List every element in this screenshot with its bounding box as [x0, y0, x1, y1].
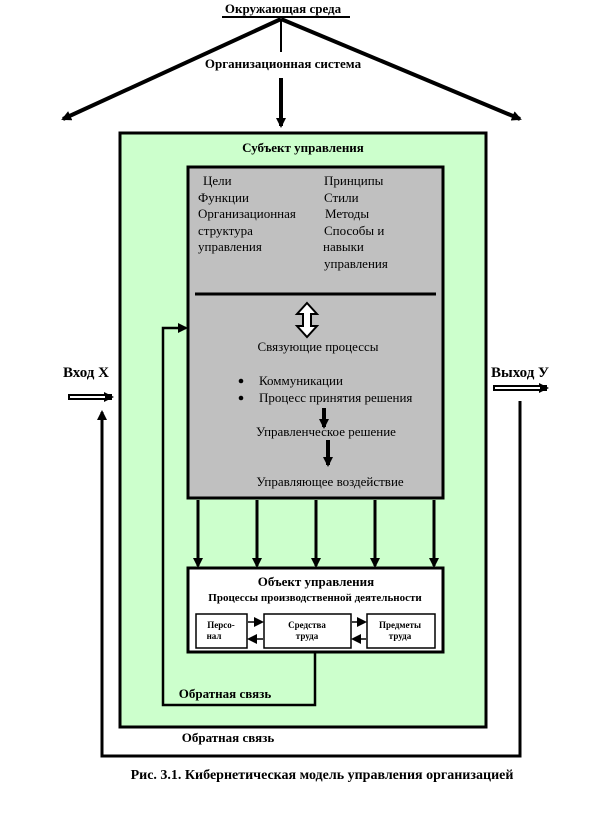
means-label-line1: Средства — [288, 620, 326, 630]
bullet-icon — [238, 378, 244, 384]
items-label-line2: труда — [389, 631, 412, 641]
subject-right-line: Методы — [325, 206, 369, 221]
subject-right-line: Принципы — [324, 173, 384, 188]
subject-left-column: Цели Функции Организационная структура у… — [198, 173, 296, 254]
subject-left-line: Функции — [198, 190, 249, 205]
personnel-label-line1: Персо- — [207, 620, 235, 630]
subject-box — [186, 165, 445, 500]
output-label: Выход У — [491, 365, 549, 381]
bullet-decision-process: Процесс принятия решения — [259, 390, 412, 405]
subject-title: Субъект управления — [242, 140, 364, 155]
subject-right-column: Принципы Стили Методы Способы и навыки у… — [323, 173, 388, 271]
means-box — [263, 613, 352, 649]
subject-left-line: Организационная — [198, 206, 296, 221]
subject-left-line: Цели — [203, 173, 232, 188]
control-action-label: Управляющее воздействие — [256, 474, 404, 489]
connecting-processes-label: Связующие процессы — [258, 339, 379, 354]
items-box — [366, 613, 436, 649]
bullet-communications: Коммуникации — [259, 373, 343, 388]
subject-right-line: Способы и — [324, 223, 384, 238]
input-label: Вход X — [63, 365, 109, 381]
outer-feedback-line — [97, 401, 522, 758]
inner-flow-arrows — [247, 617, 367, 644]
object-subtitle: Процессы производственной деятельности — [208, 592, 422, 604]
bidirectional-arrow-icon — [294, 301, 320, 339]
personnel-box — [195, 613, 248, 649]
environment-label: Окружающая среда — [225, 1, 342, 16]
figure-caption: Рис. 3.1. Кибернетическая модель управле… — [131, 768, 514, 783]
subject-right-line: навыки — [323, 239, 364, 254]
inner-feedback-label: Обратная связь — [179, 686, 272, 701]
outer-feedback-label: Обратная связь — [182, 730, 275, 745]
items-label-line1: Предметы — [379, 620, 421, 630]
bullet-icon — [238, 395, 244, 401]
subject-left-line: структура — [198, 223, 253, 238]
subject-right-line: управления — [324, 256, 388, 271]
object-title: Объект управления — [258, 574, 374, 589]
inner-feedback-line — [161, 323, 317, 707]
personnel-label-line2: нал — [207, 631, 222, 641]
management-decision-label: Управленческое решение — [256, 424, 396, 439]
subject-left-line: управления — [198, 239, 262, 254]
subject-right-line: Стили — [324, 190, 359, 205]
org-system-label: Организационная система — [205, 56, 362, 71]
environment-arrow-left — [61, 17, 282, 121]
control-arrows — [193, 500, 439, 568]
means-label-line2: труда — [296, 631, 319, 641]
environment-arrow-right — [280, 17, 522, 121]
